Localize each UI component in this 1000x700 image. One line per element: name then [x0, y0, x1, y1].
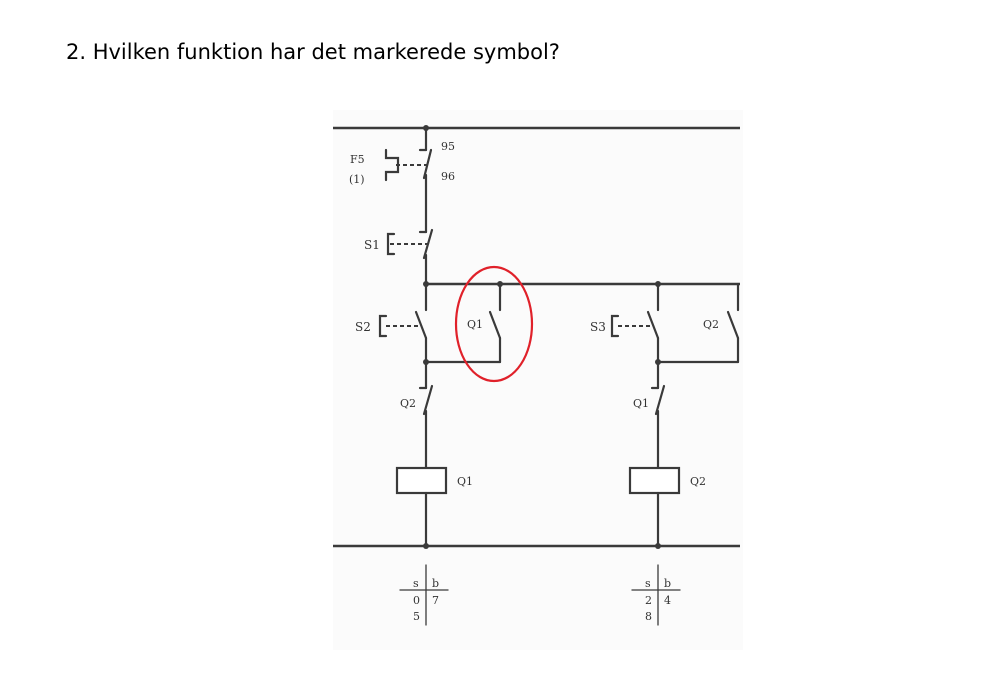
- s2-label: S2: [355, 320, 371, 334]
- q2-coil: [628, 466, 681, 495]
- q2-holding-contact: [656, 282, 740, 364]
- s3-start-button: [610, 282, 660, 364]
- question-text: 2. Hvilken funktion har det markerede sy…: [66, 40, 560, 64]
- q1-interlock-label: Q1: [633, 397, 649, 410]
- s3-label: S3: [590, 320, 606, 334]
- ref1-s-val2: 5: [413, 610, 420, 623]
- ref2-s-val2: 8: [645, 610, 652, 623]
- q2-aux-label: Q2: [703, 318, 719, 331]
- highlight-circle: [454, 265, 534, 383]
- contact-96-label: 96: [441, 170, 455, 183]
- coil1-label: Q1: [457, 475, 473, 488]
- q1-coil: [395, 466, 448, 495]
- cross-reference-q2: [631, 564, 681, 626]
- ref2-b-val: 4: [664, 594, 671, 607]
- q1-interlock-contact: [650, 360, 666, 470]
- cross-reference-q1: [399, 564, 449, 626]
- diagram-background: [333, 110, 743, 650]
- f5-overload-contact: [384, 126, 433, 234]
- q2-coil-rail-node: [655, 543, 661, 549]
- f5-sub-label: (1): [349, 173, 365, 186]
- s1-label: S1: [364, 238, 380, 252]
- coil2-label: Q2: [690, 475, 706, 488]
- ref1-b: b: [432, 577, 439, 590]
- q2-interlock-contact: [418, 360, 434, 470]
- q1-coil-rail-node: [423, 543, 429, 549]
- q1-holding-contact: [424, 282, 502, 364]
- s2-start-button: [378, 282, 428, 364]
- contact-95-label: 95: [441, 140, 455, 153]
- ref1-s: s: [413, 577, 419, 590]
- ref2-s-val: 2: [645, 594, 652, 607]
- f5-label: F5: [350, 153, 365, 166]
- q1-aux-label: Q1: [467, 318, 483, 331]
- s1-stop-button: [386, 228, 434, 286]
- ref1-b-val: 7: [432, 594, 439, 607]
- q2-interlock-label: Q2: [400, 397, 416, 410]
- ref2-s: s: [645, 577, 651, 590]
- ref1-s-val: 0: [413, 594, 420, 607]
- ref2-b: b: [664, 577, 671, 590]
